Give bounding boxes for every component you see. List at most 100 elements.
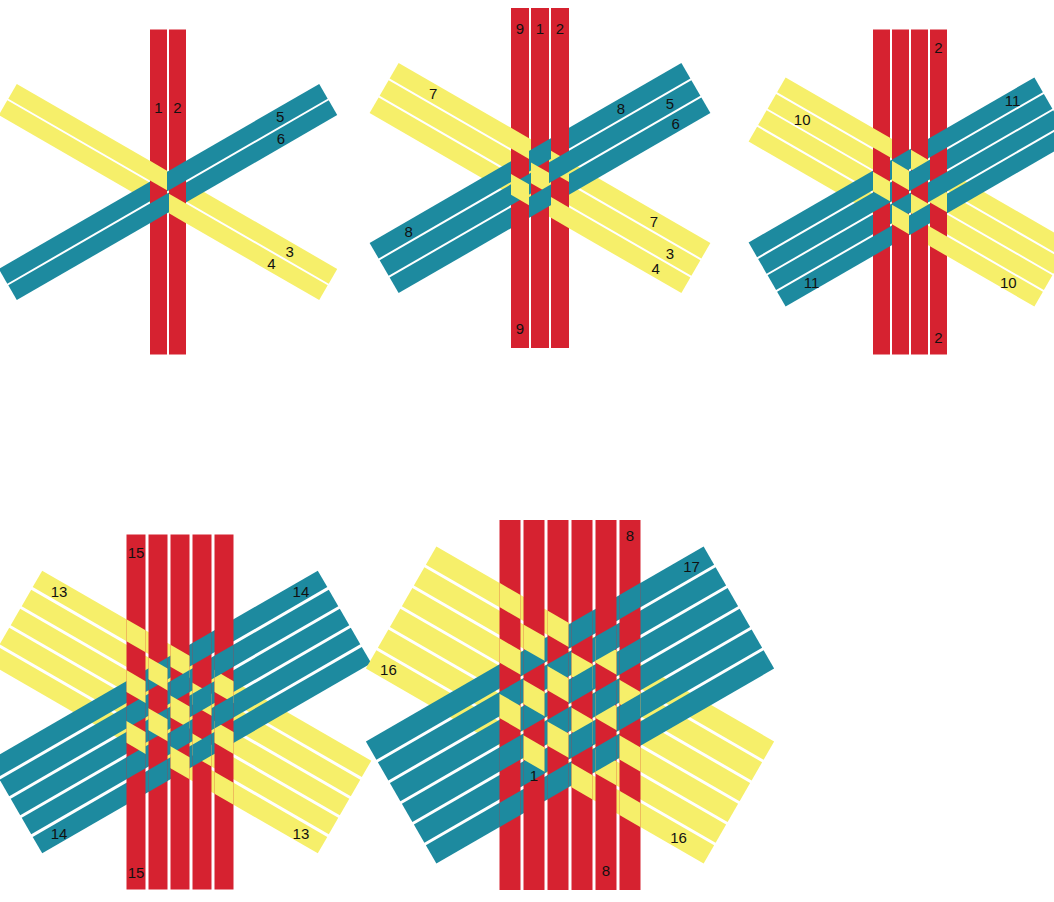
weave-crossing [150, 84, 167, 300]
strip-number: 1 [536, 21, 544, 36]
weave-crossing [171, 571, 190, 854]
red-strip [150, 30, 167, 355]
weave-crossing [511, 63, 529, 293]
strip-number: 2 [934, 40, 942, 55]
strip-number: 6 [671, 115, 679, 130]
yellow-strip [127, 609, 146, 815]
weave-crossing [127, 571, 146, 854]
strip-number: 5 [666, 96, 674, 111]
weave-panel [366, 520, 774, 890]
weave-crossing [620, 546, 641, 863]
blue-strip [548, 650, 569, 863]
strip-number: 11 [1005, 92, 1021, 107]
blue-strip [149, 647, 168, 853]
blue-strip [500, 650, 521, 863]
strip-number: 7 [429, 86, 437, 101]
strip-number: 8 [405, 223, 413, 238]
weave-crossing [169, 84, 186, 300]
weave-crossing [551, 63, 569, 293]
blue-strip [215, 590, 234, 796]
weave-crossing [193, 571, 212, 854]
strip-number: 10 [1000, 274, 1017, 289]
strip-number: 3 [666, 246, 674, 261]
yellow-strip [169, 100, 186, 300]
yellow-strip [892, 94, 909, 274]
weave-crossing [149, 571, 168, 854]
strip-number: 10 [794, 111, 811, 126]
blue-strip [531, 98, 549, 294]
yellow-strip [524, 650, 545, 863]
yellow-strip [572, 650, 593, 863]
yellow-strip [150, 84, 167, 284]
strip-number: 9 [516, 321, 524, 336]
weave-crossing [548, 546, 569, 863]
yellow-strip [873, 110, 890, 290]
strip-number: 1 [154, 100, 162, 115]
weave-crossing [572, 546, 593, 863]
yellow-strip [531, 80, 549, 276]
yellow-strip [596, 630, 617, 843]
yellow-strip [511, 98, 529, 294]
blue-strip [171, 628, 190, 834]
yellow-strip [930, 127, 947, 307]
strip-number: 13 [51, 584, 68, 599]
blue-strip [572, 630, 593, 843]
weave-crossing [500, 546, 521, 863]
blue-strip [930, 110, 947, 290]
blue-strip [390, 98, 711, 294]
strip-number: 15 [128, 865, 145, 880]
red-strip [911, 30, 928, 355]
blue-strip [193, 647, 212, 853]
yellow-strip [149, 628, 168, 834]
strip-number: 15 [128, 545, 145, 560]
blue-strip [911, 127, 928, 307]
strip-number: 7 [650, 213, 658, 228]
yellow-strip [193, 628, 212, 834]
weave-crossing [524, 546, 545, 863]
weave-crossing [892, 77, 909, 306]
weave-crossing [596, 546, 617, 863]
yellow-strip [171, 609, 190, 815]
yellow-strip [511, 63, 529, 259]
weave-panel [370, 8, 711, 348]
strip-number: 2 [556, 21, 564, 36]
strip-number: 14 [293, 584, 310, 599]
yellow-strip [551, 98, 569, 294]
weave-crossing [215, 571, 234, 854]
strip-number: 8 [602, 863, 610, 878]
strip-number: 16 [380, 662, 397, 677]
blue-strip [531, 63, 549, 259]
strip-number: 11 [804, 274, 820, 289]
strip-number: 4 [651, 260, 659, 275]
yellow-strip [892, 127, 909, 307]
strip-number: 14 [51, 825, 68, 840]
strip-number: 3 [285, 244, 293, 259]
red-strip [892, 30, 909, 355]
yellow-strip [911, 110, 928, 290]
yellow-strip [215, 647, 234, 853]
weave-crossing [911, 77, 928, 306]
weave-panel [0, 535, 371, 890]
strip-number: 5 [276, 109, 284, 124]
strip-number: 16 [670, 829, 687, 844]
strip-number: 6 [277, 130, 285, 145]
red-strip [169, 30, 186, 355]
blue-strip [370, 63, 691, 259]
weave-panel [0, 30, 337, 355]
blue-strip [768, 110, 1054, 290]
yellow-strip [548, 630, 569, 843]
blue-strip [596, 609, 617, 822]
strip-number: 13 [293, 825, 310, 840]
strip-number: 8 [617, 101, 625, 116]
blue-strip [169, 84, 186, 284]
strip-number: 4 [267, 255, 275, 270]
weave-crossing [531, 63, 549, 293]
strip-number: 9 [516, 21, 524, 36]
blue-strip [193, 609, 212, 815]
blue-strip [551, 80, 569, 276]
yellow-strip [524, 609, 545, 822]
strip-number: 8 [626, 528, 634, 543]
blue-strip [892, 110, 909, 290]
